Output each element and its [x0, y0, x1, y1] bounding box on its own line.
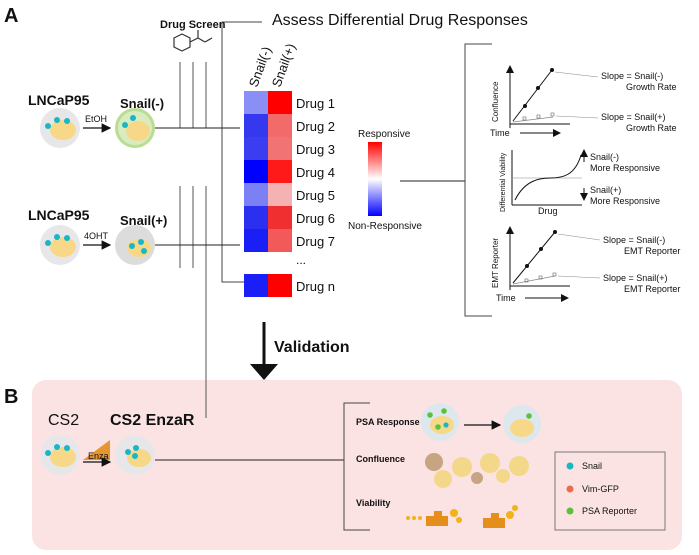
confluence-plot [506, 65, 599, 137]
molecule-icon [173, 30, 213, 52]
validation-label: Validation [274, 339, 350, 356]
heatmap-row-label: Drug 6 [296, 211, 335, 226]
cell-state-2-label: Snail(+) [120, 213, 167, 228]
heatmap-cell-drug-n-snail-neg [244, 274, 268, 297]
viability-xlabel: Drug [538, 206, 558, 216]
enza-wedge-icon [83, 440, 110, 460]
heatmap-cell-snail-pos [268, 91, 292, 114]
treatment-1-label: EtOH [85, 114, 107, 124]
cs2-cell-icon [40, 435, 80, 475]
panel-a-letter: A [4, 5, 18, 27]
heatmap-ellipsis: ... [296, 253, 306, 267]
cs2-label: CS2 [48, 412, 79, 429]
emt-slope-neg: Slope = Snail(-) [603, 235, 665, 245]
viability-lower-label: Snail(+) [590, 185, 621, 195]
heatmap-row-label: Drug 1 [296, 96, 335, 111]
heatmap-cell-snail-neg [244, 137, 268, 160]
cell-2-icon [40, 225, 80, 265]
legend-vimgfp-dot [566, 485, 574, 493]
validation-arrowhead [250, 364, 278, 380]
confluence-xlabel: Time [490, 128, 510, 138]
heatmap-row-label: Drug 3 [296, 142, 335, 157]
psa-before-cell-icon [421, 403, 459, 441]
heatmap-cell-drug-n-snail-pos [268, 274, 292, 297]
viability-ylabel: Differential Viability [500, 152, 507, 212]
viability-upper-sub: More Responsive [590, 163, 660, 173]
cell-state-1-label: Snail(-) [120, 96, 164, 111]
legend-color-bar [368, 142, 382, 216]
heatmap-drug-n-label: Drug n [296, 279, 335, 294]
drug-screen-label: Drug Screen [160, 19, 226, 31]
legend-non-responsive: Non-Responsive [348, 221, 422, 232]
emt-ylabel: EMT Reporter [491, 238, 500, 288]
legend-vimgfp-label: Vim-GFP [582, 484, 619, 494]
confluence-slope-neg-sub: Growth Rate [626, 82, 677, 92]
confluence-slope-neg: Slope = Snail(-) [601, 71, 663, 81]
legend-responsive: Responsive [358, 129, 411, 140]
heatmap-row-label: Drug 2 [296, 119, 335, 134]
readout-psa-response: PSA Response [356, 417, 420, 427]
heatmap-bracket [221, 21, 262, 283]
heatmap-col-snail-pos: Snail(+) [269, 41, 299, 89]
emt-slope-pos: Slope = Snail(+) [603, 273, 668, 283]
legend-psa-label: PSA Reporter [582, 506, 637, 516]
plots-bracket [464, 43, 492, 317]
psa-after-cell-icon [503, 405, 541, 443]
heatmap-cell-snail-pos [268, 229, 292, 252]
confluence-ylabel: Confluence [491, 81, 500, 122]
heatmap-cell-snail-pos [268, 206, 292, 229]
heatmap-cell-snail-pos [268, 114, 292, 137]
heatmap-row-label: Drug 7 [296, 234, 335, 249]
legend-psa-dot [566, 507, 574, 515]
panel-a-title: Assess Differential Drug Responses [272, 12, 528, 29]
cs2-enzar-cell-icon [115, 435, 155, 475]
enza-label: Enza [88, 451, 109, 461]
panel-b-letter: B [4, 386, 18, 408]
heatmap-cell-snail-neg [244, 91, 268, 114]
emt-slope-pos-sub: EMT Reporter [624, 284, 680, 294]
heatmap-cell-snail-pos [268, 183, 292, 206]
legend-box [554, 451, 666, 531]
viability-plot [511, 149, 588, 206]
viability-upper-label: Snail(-) [590, 152, 619, 162]
screen-lines [179, 62, 207, 418]
heatmap-cell-snail-neg [244, 160, 268, 183]
heatmap-row-label: Drug 4 [296, 165, 335, 180]
emt-slope-neg-sub: EMT Reporter [624, 246, 680, 256]
viability-lower-sub: More Responsive [590, 196, 660, 206]
confluence-cells-icon [425, 453, 529, 488]
snail-pos-cell-icon [115, 225, 155, 265]
heatmap: Drug 1 Drug 2 Drug 3 Drug 4 Drug 5 Drug 6 Drug… [244, 91, 335, 297]
heatmap-cell-snail-pos [268, 160, 292, 183]
readouts-bracket [343, 402, 370, 531]
emt-plot [506, 226, 601, 302]
cs2-enzar-label: CS2 EnzaR [110, 412, 195, 429]
heatmap-row-label: Drug 5 [296, 188, 335, 203]
confluence-slope-pos: Slope = Snail(+) [601, 112, 666, 122]
heatmap-cell-snail-neg [244, 229, 268, 252]
confluence-slope-pos-sub: Growth Rate [626, 123, 677, 133]
cell-line-2-name: LNCaP95 [28, 207, 90, 223]
heatmap-cell-snail-neg [244, 114, 268, 137]
cell-1-icon [40, 108, 80, 148]
legend-snail-dot [566, 462, 574, 470]
snail-neg-cell-icon [115, 108, 155, 148]
heatmap-cell-snail-neg [244, 183, 268, 206]
cell-line-1-name: LNCaP95 [28, 92, 90, 108]
legend-snail-label: Snail [582, 461, 602, 471]
treatment-2-label: 4OHT [84, 231, 109, 241]
readout-viability: Viability [356, 498, 390, 508]
heatmap-cell-snail-neg [244, 206, 268, 229]
readout-confluence: Confluence [356, 454, 405, 464]
viability-molecules-icon [406, 505, 518, 528]
heatmap-cell-snail-pos [268, 137, 292, 160]
emt-xlabel: Time [496, 293, 516, 303]
